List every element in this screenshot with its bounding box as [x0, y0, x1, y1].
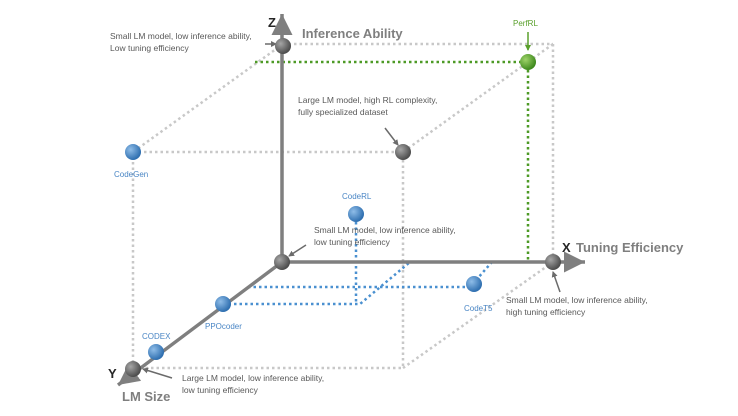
- annotation-x-end: Small LM model, low inference ability, h…: [506, 295, 648, 317]
- z-axis-title: Inference Ability: [302, 26, 403, 41]
- annotation-origin-line1: Small LM model, low inference ability,: [314, 225, 456, 235]
- ppocoder-guide: [223, 261, 411, 306]
- annotation-y-end: Large LM model, low inference ability, l…: [182, 373, 324, 395]
- z-axis-letter: Z: [268, 15, 276, 30]
- perfrl-guides: [255, 60, 530, 262]
- wire-top-left: [132, 42, 284, 154]
- label-codex: CODEX: [142, 332, 171, 341]
- nodes: [125, 38, 561, 377]
- annotation-top-left-line2: Low tuning efficiency: [110, 43, 190, 53]
- wire-top-right: [402, 42, 554, 154]
- label-codet5: CodeT5: [464, 304, 493, 313]
- annotation-x-end-line1: Small LM model, low inference ability,: [506, 295, 648, 305]
- node-codegen: [125, 144, 141, 160]
- annotation-top-left-line1: Small LM model, low inference ability,: [110, 31, 252, 41]
- node-origin: [274, 254, 290, 270]
- wireframe-box: [131, 42, 555, 370]
- pointer-large-rl: [384, 127, 399, 146]
- pointer-y-end: [142, 367, 173, 379]
- annotation-x-end-line2: high tuning efficiency: [506, 307, 586, 317]
- x-axis-title: Tuning Efficiency: [576, 240, 684, 255]
- annotation-top-left: Small LM model, low inference ability, L…: [110, 31, 252, 53]
- annotation-origin: Small LM model, low inference ability, l…: [314, 225, 456, 247]
- node-codet5: [466, 276, 482, 292]
- pointer-origin: [288, 244, 307, 257]
- node-large-rl: [395, 144, 411, 160]
- y-axis-title: LM Size: [122, 389, 170, 404]
- node-codex: [148, 344, 164, 360]
- label-codegen: CodeGen: [114, 170, 148, 179]
- node-z-top: [275, 38, 291, 54]
- pointer-x-end: [551, 271, 561, 293]
- y-axis-line: [116, 260, 284, 387]
- node-ppocoder: [215, 296, 231, 312]
- axes: [116, 14, 585, 387]
- label-perfrl: PerfRL: [513, 19, 538, 28]
- node-x-end: [545, 254, 561, 270]
- annotation-large-rl-line2: fully specialized dataset: [298, 107, 388, 117]
- annotation-origin-line2: low tuning efficiency: [314, 237, 391, 247]
- x-axis-letter: X: [562, 240, 571, 255]
- label-coderl: CodeRL: [342, 192, 372, 201]
- label-ppocoder: PPOcoder: [205, 322, 242, 331]
- pointer-arrows: [142, 41, 561, 379]
- y-axis-letter: Y: [108, 366, 117, 381]
- annotation-y-end-line2: low tuning efficiency: [182, 385, 259, 395]
- node-coderl: [348, 206, 364, 222]
- node-y-end: [125, 361, 141, 377]
- node-perfrl: [520, 54, 536, 70]
- annotation-large-rl-line1: Large LM model, high RL complexity,: [298, 95, 437, 105]
- annotation-y-end-line1: Large LM model, low inference ability,: [182, 373, 324, 383]
- annotation-large-rl: Large LM model, high RL complexity, full…: [298, 95, 437, 117]
